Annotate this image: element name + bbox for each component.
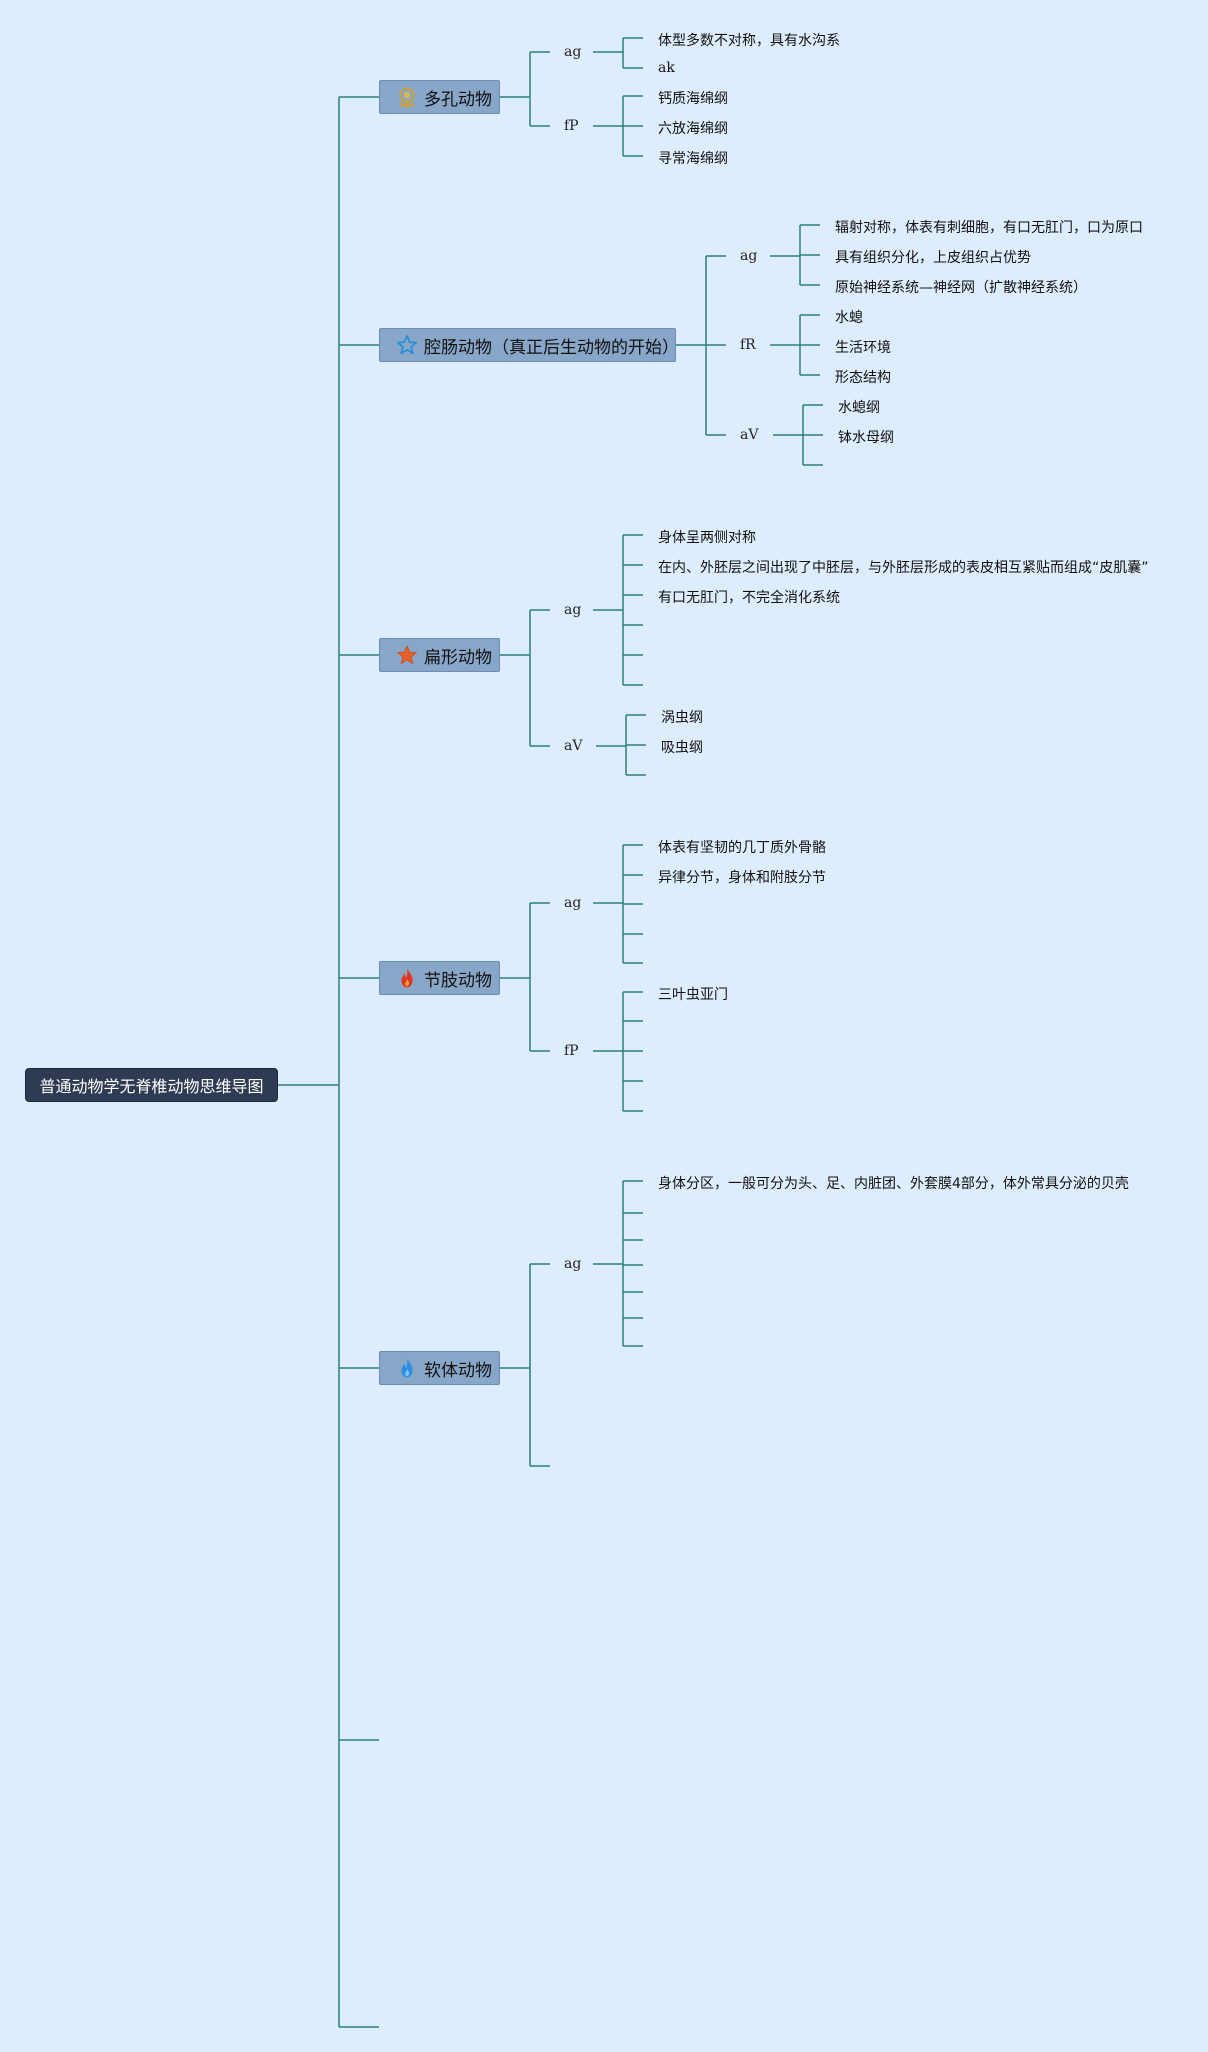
group-code: ag <box>564 602 582 618</box>
group-code: aV <box>740 427 759 443</box>
award-icon <box>396 86 418 108</box>
leaf-node[interactable]: 寻常海绵纲 <box>658 151 728 167</box>
topic-porifera[interactable]: 多孔动物 <box>379 80 500 114</box>
leaf-node[interactable]: 形态结构 <box>835 370 891 386</box>
leaf-node[interactable]: 在内、外胚层之间出现了中胚层，与外胚层形成的表皮相互紧贴而组成“皮肌囊” <box>658 560 1149 576</box>
leaf-node[interactable]: 六放海绵纲 <box>658 121 728 137</box>
topic-arthropoda[interactable]: 节肢动物 <box>379 961 500 995</box>
leaf-node[interactable]: 三叶虫亚门 <box>658 987 728 1003</box>
leaf-node[interactable]: 水螅 <box>835 310 863 326</box>
star-filled-icon <box>396 644 418 666</box>
leaf-node[interactable]: 生活环境 <box>835 340 891 356</box>
star-outline-icon <box>396 334 418 356</box>
topic-platyhelminthes[interactable]: 扁形动物 <box>379 638 500 672</box>
topic-mollusca[interactable]: 软体动物 <box>379 1351 500 1385</box>
leaf-node[interactable]: 体型多数不对称，具有水沟系 <box>658 33 840 49</box>
group-code: ag <box>564 1256 582 1272</box>
topic-label: 节肢动物 <box>424 970 492 991</box>
leaf-node[interactable]: 辐射对称，体表有刺细胞，有口无肛门，口为原口 <box>835 220 1143 236</box>
topic-label: 软体动物 <box>424 1360 492 1381</box>
group-code: ag <box>564 895 582 911</box>
group-code: fP <box>564 1043 579 1059</box>
topic-label: 多孔动物 <box>424 89 492 110</box>
leaf-node[interactable]: 吸虫纲 <box>661 740 703 756</box>
leaf-node[interactable]: 异律分节，身体和附肢分节 <box>658 870 826 886</box>
leaf-node[interactable]: ak <box>658 60 675 76</box>
leaf-node[interactable]: 原始神经系统—神经网（扩散神经系统） <box>835 280 1087 296</box>
group-code: ag <box>564 44 582 60</box>
leaf-node[interactable]: 钵水母纲 <box>838 430 894 446</box>
group-code: aV <box>564 738 583 754</box>
water-drop-icon <box>396 1357 418 1379</box>
leaf-node[interactable]: 有口无肛门，不完全消化系统 <box>658 590 840 606</box>
leaf-node[interactable]: 具有组织分化，上皮组织占优势 <box>835 250 1031 266</box>
group-code: ag <box>740 248 758 264</box>
leaf-node[interactable]: 身体呈两侧对称 <box>658 530 756 546</box>
topic-label: 扁形动物 <box>424 647 492 668</box>
leaf-node[interactable]: 身体分区，一般可分为头、足、内脏团、外套膜4部分，体外常具分泌的贝壳 <box>658 1176 1129 1192</box>
root-topic-label: 普通动物学无脊椎动物思维导图 <box>39 1077 264 1096</box>
topic-label: 腔肠动物（真正后生动物的开始） <box>424 337 679 358</box>
topic-coelenterata[interactable]: 腔肠动物（真正后生动物的开始） <box>379 328 679 362</box>
fire-icon <box>396 967 418 989</box>
leaf-node[interactable]: 水螅纲 <box>838 400 880 416</box>
group-code: fR <box>740 337 756 353</box>
root-topic[interactable]: 普通动物学无脊椎动物思维导图 <box>25 1068 278 1102</box>
leaf-node[interactable]: 涡虫纲 <box>661 710 703 726</box>
leaf-node[interactable]: 体表有坚韧的几丁质外骨骼 <box>658 840 826 856</box>
group-code: fP <box>564 118 579 134</box>
leaf-node[interactable]: 钙质海绵纲 <box>658 91 728 107</box>
